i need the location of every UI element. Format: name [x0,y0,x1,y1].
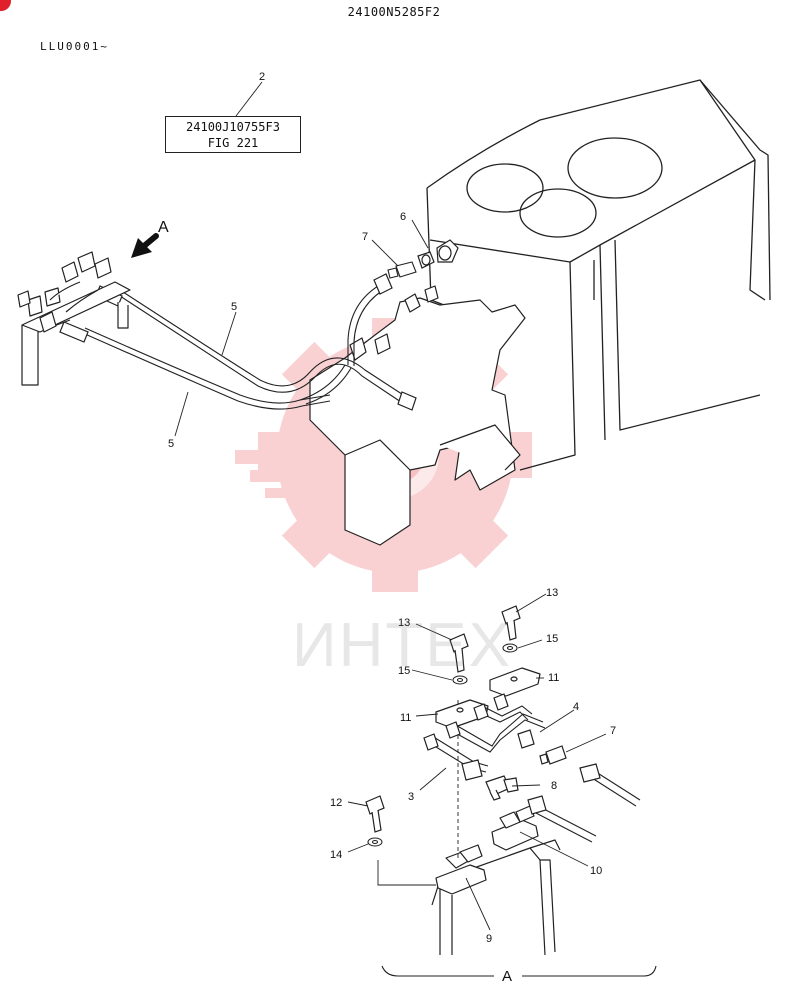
lower-leader-lines [347,593,607,931]
callout-11-left: 11 [400,712,411,724]
view-a-arrow-label: A [158,219,169,236]
callout-9: 9 [486,933,492,945]
callout-7-lower: 7 [610,725,616,737]
callout-10: 10 [590,865,602,877]
control-valve-block [309,285,526,546]
callout-2: 2 [259,71,265,83]
part-14-washer [367,837,383,847]
drawing-number: 24100N5285F2 [347,5,441,19]
reference-part-number: 24100J10755F3 [186,120,280,134]
view-a-hoses [533,771,641,843]
callout-12: 12 [330,797,342,809]
callout-14: 14 [330,849,342,861]
callout-15-left: 15 [398,665,410,677]
callout-15-right: 15 [546,633,558,645]
callout-8: 8 [551,780,557,792]
callout-3: 3 [408,791,414,803]
view-a-bracket [381,965,657,977]
callout-13-right: 13 [546,587,558,599]
part-15-washers [452,643,518,685]
part-10-clamp [491,805,539,851]
reference-figure: FIG 221 [207,136,259,150]
corner-badge [0,0,11,11]
left-manifold-assembly [17,251,131,386]
part-6-adapter [417,239,459,269]
part-13-bolts [449,605,521,673]
watermark-text: ИНТЕХ [292,611,512,680]
callout-5-lower: 5 [168,438,174,450]
callout-4: 4 [573,701,579,713]
part-8-tee [485,775,519,801]
view-a-caption: A [502,968,512,985]
reference-box[interactable]: 24100J10755F3 FIG 221 [165,116,301,153]
part-9-clamp [435,844,487,895]
callout-13-left: 13 [398,617,410,629]
serial-range: LLU0001~ [40,40,109,53]
parts-3-4-pipe-fittings [423,693,535,781]
upper-leader-lines [174,81,429,437]
view-a-hose-fittings [527,763,601,815]
part-7-fitting [387,261,417,279]
view-a-arrow-icon [131,233,159,258]
callout-11-right: 11 [548,672,559,684]
callout-5-upper: 5 [231,301,237,313]
callout-7-upper: 7 [362,231,368,243]
callout-6: 6 [400,211,406,223]
stand-outline-line [377,860,436,886]
machine-body [426,79,771,471]
hose-lines [84,281,409,410]
part-12-bolt [365,795,385,833]
part-7-fitting-lower [539,745,567,765]
